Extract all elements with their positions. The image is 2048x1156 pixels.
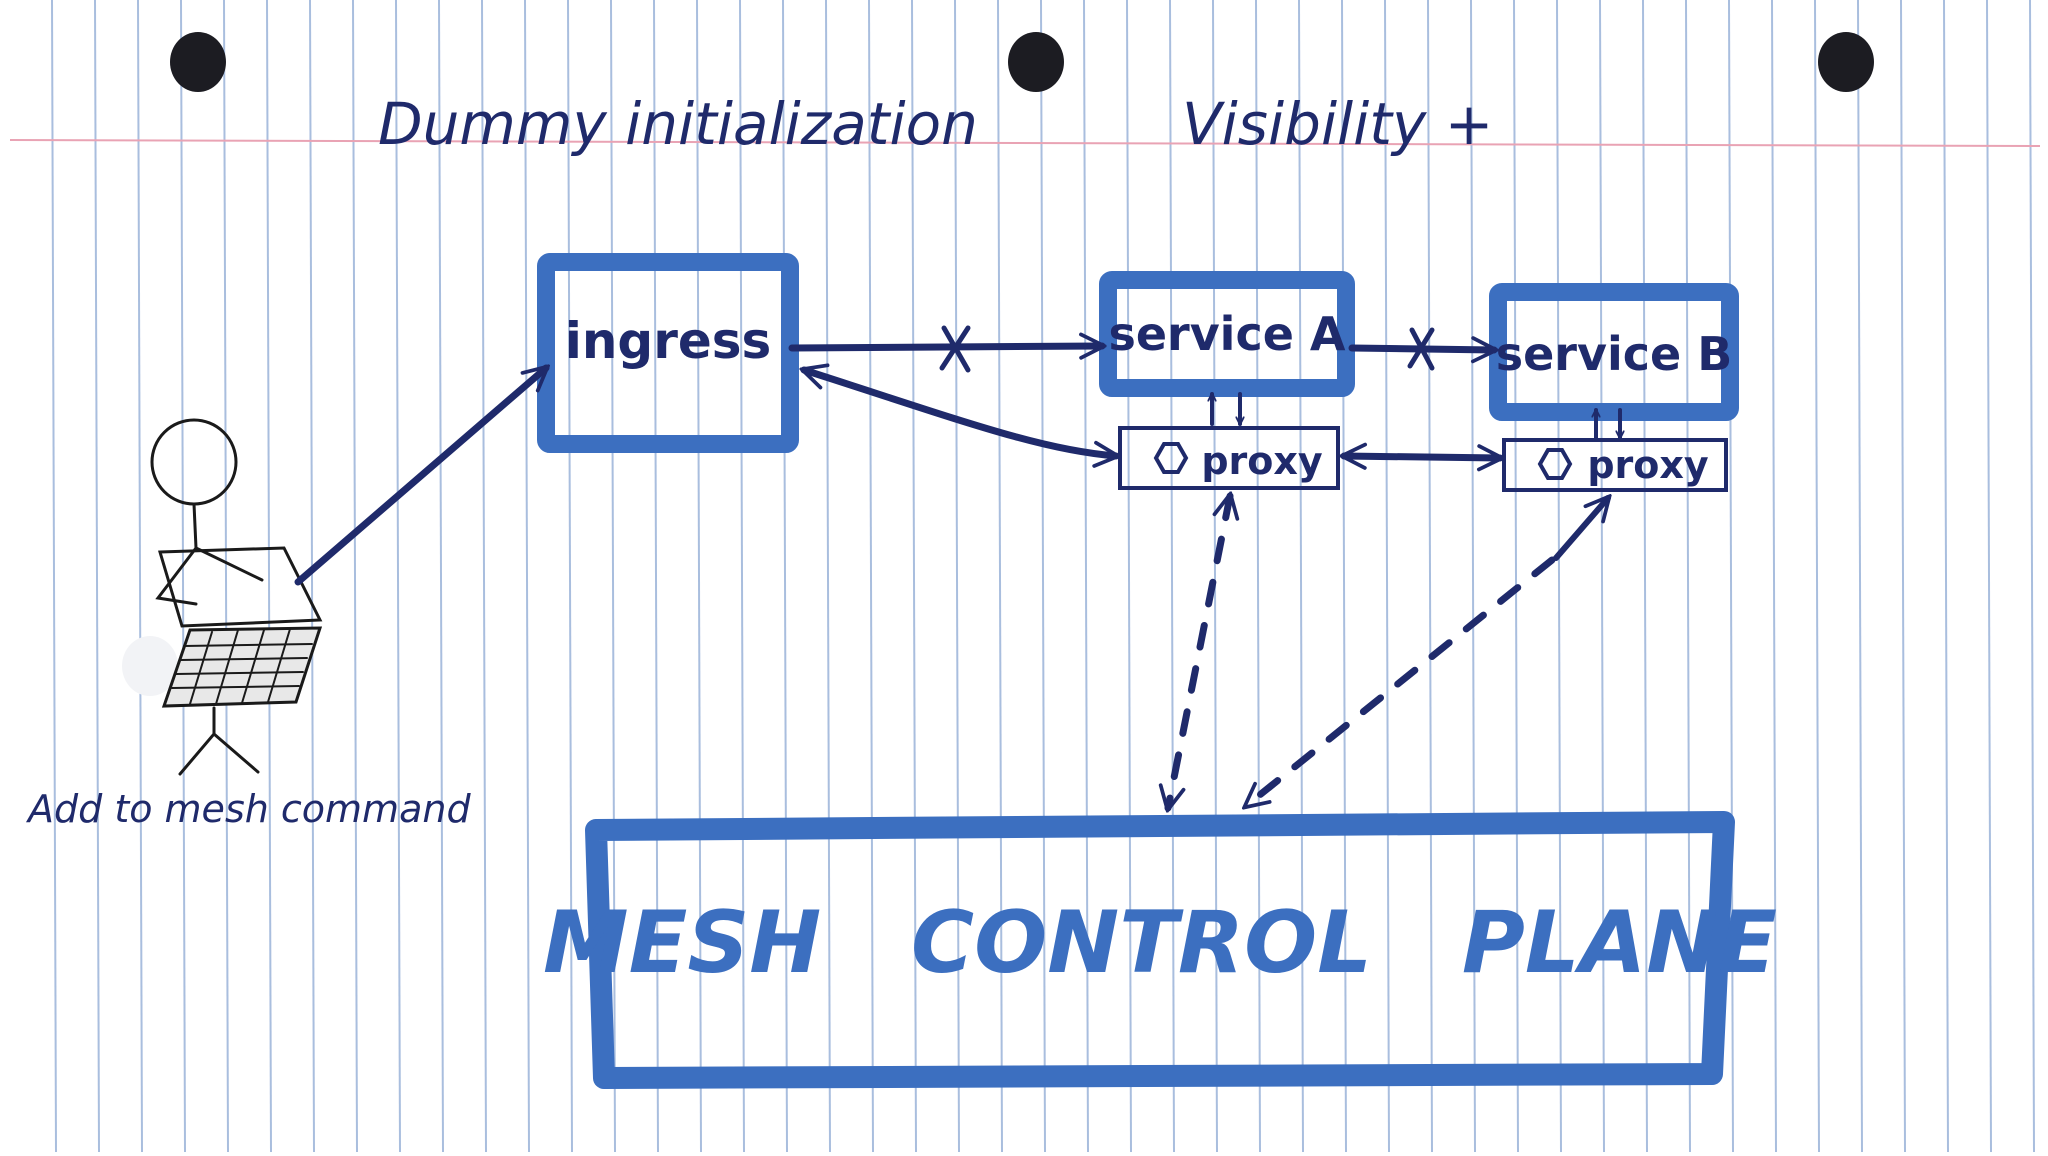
ruled-line xyxy=(266,0,272,1153)
ingress-box xyxy=(537,253,799,453)
dashed-arrow-proxy-a-control-plane xyxy=(1168,496,1230,808)
ruled-line xyxy=(223,0,229,1153)
ruled-line xyxy=(1126,0,1132,1153)
ruled-line xyxy=(137,0,143,1153)
proxy-b-hexagon-icon xyxy=(1537,448,1573,480)
ruled-line xyxy=(1943,0,1949,1153)
service-a-node: service A xyxy=(1099,271,1355,397)
ruled-line xyxy=(868,0,874,1153)
ruled-line xyxy=(954,0,960,1153)
heading-left: Dummy initialization xyxy=(378,90,978,158)
punch-hole-faint xyxy=(122,636,178,696)
ruled-line xyxy=(180,0,186,1153)
arrow-ingress-to-service-a xyxy=(788,346,1102,348)
ruled-line xyxy=(1040,0,1046,1153)
ruled-line xyxy=(1642,0,1648,1153)
ruled-line xyxy=(51,0,57,1153)
proxy-b-label: proxy xyxy=(1587,443,1709,487)
ruled-line xyxy=(1771,0,1777,1153)
ruled-line xyxy=(782,0,788,1153)
ruled-line xyxy=(1986,0,1992,1153)
ruled-line xyxy=(653,0,659,1153)
control-plane-label: MESH CONTROL PLANE xyxy=(543,893,1777,993)
laptop-screen xyxy=(158,546,323,628)
service-a-box xyxy=(1099,271,1355,397)
ruled-line xyxy=(1599,0,1605,1153)
ruled-line xyxy=(1470,0,1476,1153)
arrow-ingress-proxy-a xyxy=(804,370,1116,456)
user-legs xyxy=(178,706,260,776)
ruled-line xyxy=(1255,0,1261,1153)
margin-line xyxy=(9,139,2041,147)
ruled-line xyxy=(1857,0,1863,1153)
blocked-x-mark-2 xyxy=(1407,327,1435,371)
ruled-line xyxy=(1728,0,1734,1153)
ruled-line xyxy=(739,0,745,1153)
control-plane-node: MESH CONTROL PLANE xyxy=(543,811,1777,1089)
ruled-line xyxy=(352,0,358,1153)
ruled-line xyxy=(94,0,100,1153)
dashed-arrow-proxy-b-control-plane-tail xyxy=(1246,556,1556,806)
punch-holes xyxy=(122,32,1874,696)
ruled-line xyxy=(1900,0,1906,1153)
control-plane-box xyxy=(585,811,1735,1089)
user-neck xyxy=(192,502,198,550)
user-caption: Add to mesh command xyxy=(25,787,471,831)
ruled-line xyxy=(1513,0,1519,1153)
ruled-line xyxy=(610,0,616,1153)
ruled-line xyxy=(1685,0,1691,1153)
heading-right: Visibility + xyxy=(1182,90,1493,158)
punch-hole-right xyxy=(1818,32,1874,92)
ruled-line xyxy=(309,0,315,1153)
user-arms xyxy=(155,546,264,606)
ruled-line xyxy=(1427,0,1433,1153)
ruled-line xyxy=(1384,0,1390,1153)
arrow-user-to-ingress xyxy=(294,368,546,586)
service-b-node: service B xyxy=(1489,283,1739,421)
ruled-line xyxy=(524,0,530,1153)
user-head xyxy=(150,418,238,506)
ruled-line xyxy=(696,0,702,1153)
dashed-arrow-proxy-b-control-plane xyxy=(1553,498,1608,561)
proxy-a-hexagon-icon xyxy=(1153,442,1189,474)
ruled-line xyxy=(395,0,401,1153)
ruled-line xyxy=(911,0,917,1153)
ruled-line xyxy=(438,0,444,1153)
proxy-b-node: proxy xyxy=(1502,438,1728,492)
ruled-line xyxy=(997,0,1003,1153)
user-figure xyxy=(150,418,323,776)
punch-hole-middle xyxy=(1008,32,1064,92)
ruled-line xyxy=(1556,0,1562,1153)
connectors xyxy=(294,325,1620,808)
ruled-line xyxy=(1298,0,1304,1153)
proxy-a-node: proxy xyxy=(1118,426,1340,490)
proxy-a-label: proxy xyxy=(1201,439,1323,483)
laptop-keyboard xyxy=(161,626,323,708)
arrow-proxy-a-proxy-b xyxy=(1344,456,1500,458)
ruled-line xyxy=(1083,0,1089,1153)
ruled-line xyxy=(481,0,487,1153)
ruled-line xyxy=(567,0,573,1153)
ruled-lines xyxy=(51,0,2035,1153)
service-a-label: service A xyxy=(1108,307,1345,361)
ingress-label: ingress xyxy=(565,312,772,370)
blocked-x-mark-1 xyxy=(939,325,971,373)
ruled-line xyxy=(825,0,831,1153)
punch-hole-left xyxy=(170,32,226,92)
ruled-line xyxy=(1341,0,1347,1153)
service-b-label: service B xyxy=(1496,327,1733,381)
ingress-node: ingress xyxy=(537,253,799,453)
ruled-line xyxy=(1814,0,1820,1153)
ruled-line xyxy=(2029,0,2035,1153)
laptop-keys xyxy=(171,628,313,705)
